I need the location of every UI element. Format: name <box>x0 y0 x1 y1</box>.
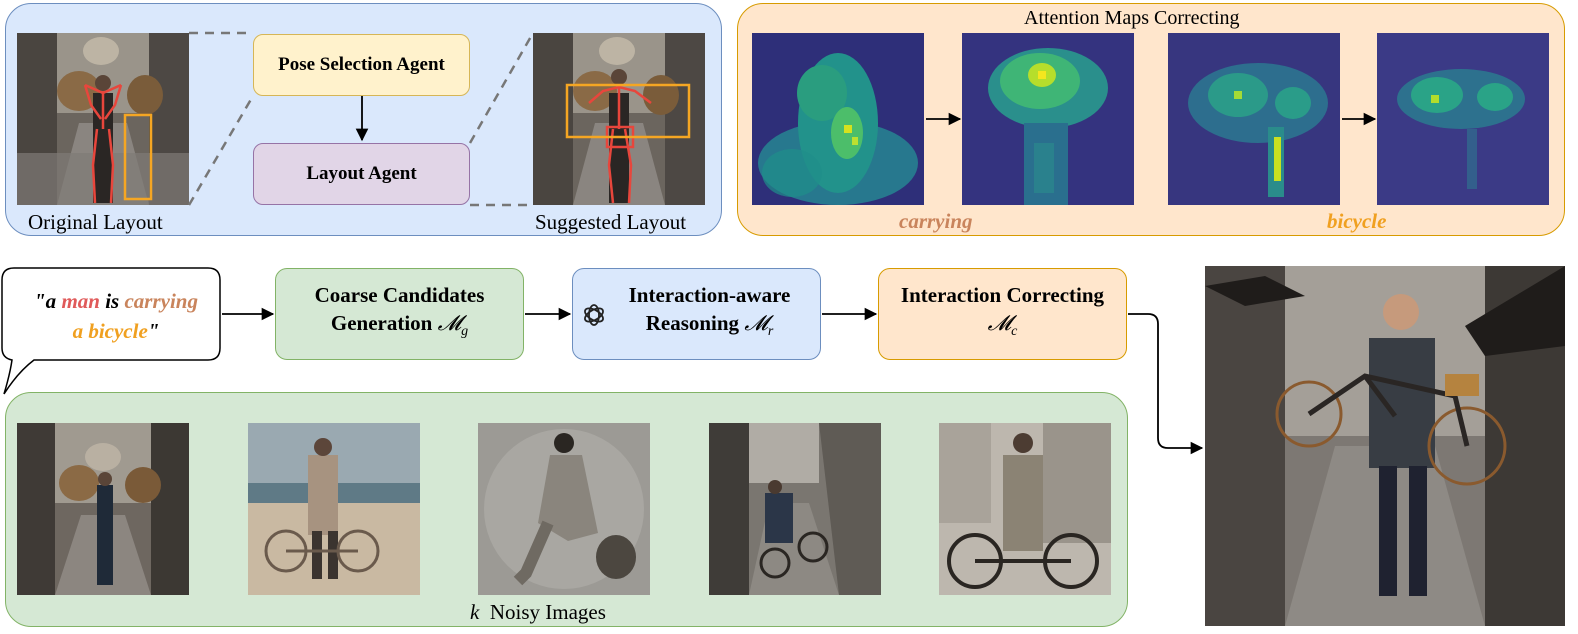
noisy-image-3 <box>478 423 650 595</box>
prompt-a-bicycle: a bicycle <box>72 319 148 343</box>
noisy-image-2 <box>248 423 420 595</box>
interaction-correcting-box: Interaction Correcting 𝓜c <box>878 268 1127 360</box>
attention-title: Attention Maps Correcting <box>1024 7 1240 29</box>
prompt-open-quote: "a <box>34 289 62 313</box>
correcting-line1: Interaction Correcting <box>900 283 1105 308</box>
pose-selection-agent-box: Pose Selection Agent <box>253 34 470 96</box>
noisy-image-1 <box>17 423 189 595</box>
original-layout-caption: Original Layout <box>28 210 163 234</box>
openai-logo-icon <box>581 302 607 335</box>
prompt-man: man <box>61 289 100 313</box>
coarse-line2: Generation 𝓜g <box>330 311 469 340</box>
label-carrying: carrying <box>899 209 973 233</box>
suggested-layout-caption: Suggested Layout <box>535 210 687 234</box>
interaction-reasoning-box: Interaction-aware Reasoning 𝓜r <box>572 268 821 360</box>
reasoning-line1: Interaction-aware <box>628 283 791 308</box>
coarse-candidates-box: Coarse Candidates Generation 𝓜g <box>275 268 524 360</box>
noisy-label: Noisy Images <box>489 600 606 624</box>
coarse-line1: Coarse Candidates <box>314 283 485 308</box>
noisy-image-5 <box>939 423 1111 595</box>
attention-map-bicycle-before <box>1168 33 1340 205</box>
attention-map-carrying-after <box>962 33 1134 205</box>
prompt-carrying: carrying <box>124 289 198 313</box>
final-output-image <box>1205 266 1565 626</box>
attention-map-bicycle-after <box>1377 33 1549 205</box>
correcting-line2: 𝓜c <box>987 311 1018 340</box>
suggested-layout-image <box>533 33 705 205</box>
prompt-is: is <box>99 289 125 313</box>
noisy-images-caption: k Noisy Images <box>470 600 606 625</box>
original-layout-image <box>17 33 189 205</box>
layout-agent-box: Layout Agent <box>253 143 470 205</box>
noisy-k: k <box>470 600 480 624</box>
attention-map-carrying-before <box>752 33 924 205</box>
label-bicycle: bicycle <box>1327 209 1387 233</box>
prompt-close-quote: " <box>147 319 160 343</box>
prompt-text: "a man is carrying a bicycle" <box>16 286 216 346</box>
noisy-image-4 <box>709 423 881 595</box>
reasoning-line2: Reasoning 𝓜r <box>645 311 774 340</box>
